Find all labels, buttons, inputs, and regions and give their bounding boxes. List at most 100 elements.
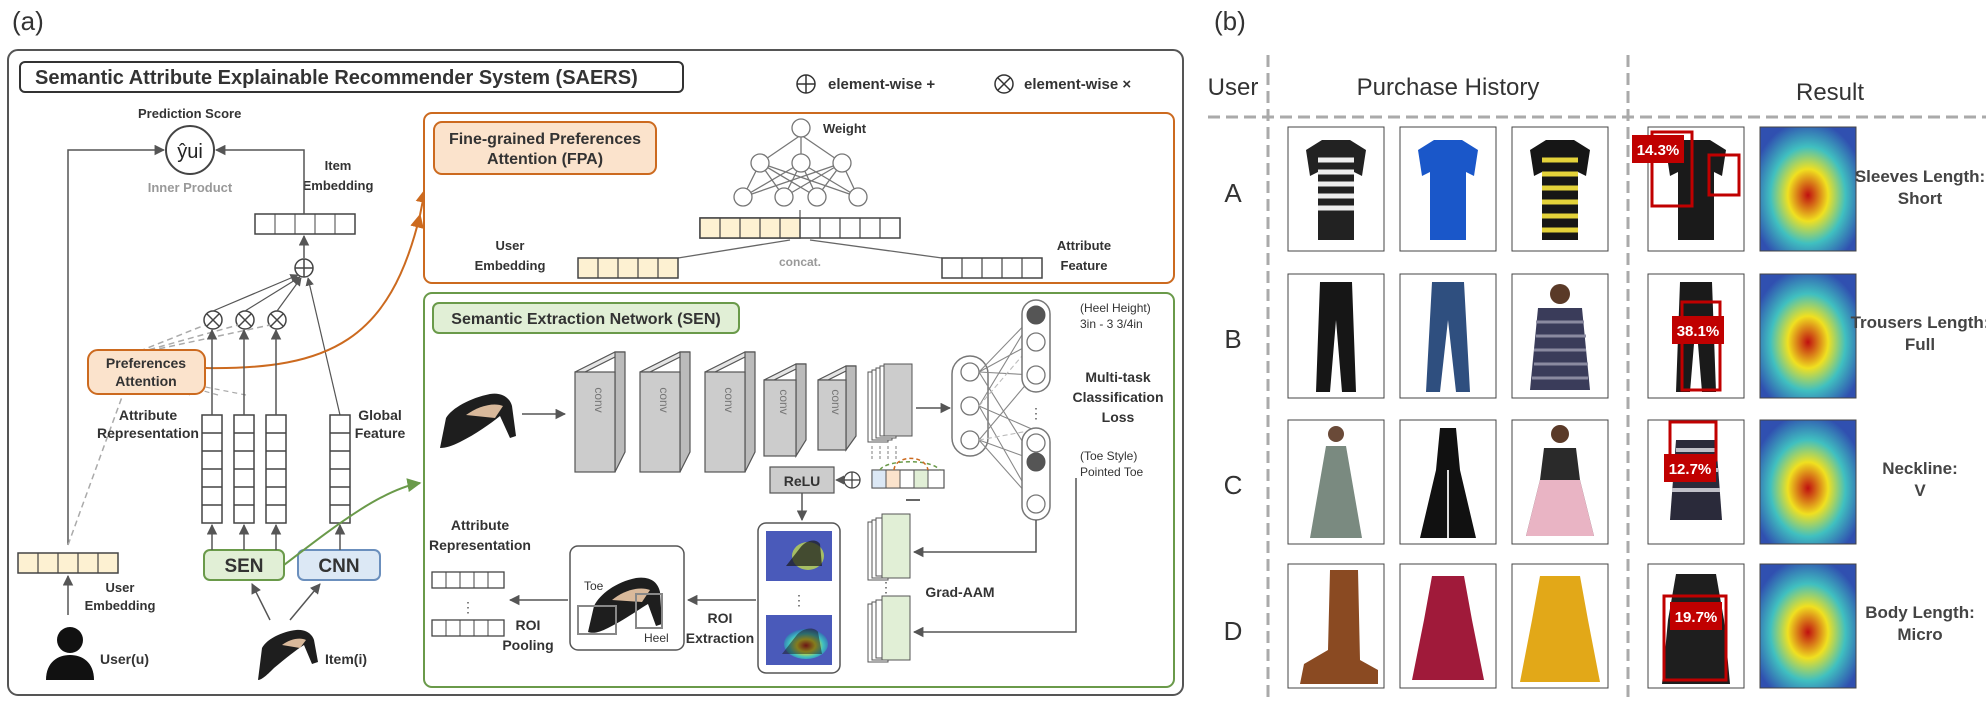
global-feature-label: Global [358, 407, 402, 423]
percent-badge [1672, 316, 1724, 344]
roi-pooling-label: ROI [516, 617, 541, 633]
prediction-node [165, 125, 215, 175]
sen-attribute-rep-label: Attribute [451, 517, 510, 533]
attribute-value: Short [1898, 189, 1943, 208]
heatmap [1759, 563, 1857, 689]
percent-text: 12.7% [1669, 461, 1712, 478]
svg-text:⋮: ⋮ [461, 599, 475, 615]
grad-aam-maps [867, 513, 911, 663]
product-dress-black [1420, 428, 1476, 538]
sen-title: Semantic Extraction Network (SEN) [451, 311, 720, 328]
attribute-name: Sleeves Length: [1855, 167, 1985, 186]
preferences-attention-box [87, 349, 206, 395]
row-d: D 19.7% Body Length: Micro [1224, 563, 1975, 689]
svg-text:Pooling: Pooling [502, 637, 553, 653]
conv-layers [574, 351, 857, 473]
header-history: Purchase History [1357, 74, 1540, 101]
gradient-vector [871, 469, 945, 489]
svg-text:conv: conv [777, 389, 791, 414]
row-b: B 38.1% Trousers Length: Full [1224, 273, 1986, 399]
toe-label: Toe [584, 579, 604, 593]
user-label: User(u) [100, 651, 149, 667]
product-coat-yellow [1520, 576, 1600, 682]
preferences-attention-label: Preferences [106, 355, 186, 371]
feature-maps [867, 363, 913, 443]
fpa-attribute-feature-vector [941, 257, 1043, 279]
multitask-loss-label: Multi-task [1085, 369, 1151, 385]
product-trousers-black [1316, 282, 1356, 392]
svg-text:conv: conv [657, 387, 671, 412]
percent-text: 38.1% [1677, 323, 1720, 340]
svg-text:⋮: ⋮ [1029, 405, 1043, 421]
item-label: Item(i) [325, 651, 367, 667]
relu-label: ReLU [784, 473, 821, 489]
heatmap [1759, 273, 1857, 399]
product-coat-red [1412, 576, 1484, 680]
global-feature-vector [329, 414, 351, 524]
svg-text:Pointed Toe: Pointed Toe [1080, 465, 1143, 479]
fpa-title-box [433, 121, 657, 175]
svg-text:3in - 3 3/4in: 3in - 3 3/4in [1080, 317, 1143, 331]
svg-text:Embedding: Embedding [303, 178, 374, 193]
legend: element-wise + element-wise × [796, 74, 1131, 94]
svg-text:⋮: ⋮ [792, 592, 806, 608]
cnn-box [297, 549, 381, 581]
svg-text:Loss: Loss [1102, 409, 1135, 425]
concat-vector [699, 217, 901, 239]
saers-title: Semantic Attribute Explainable Recommend… [35, 67, 638, 89]
heel-label: Heel [644, 631, 669, 645]
item-embedding-vector [254, 213, 356, 235]
row-a: A 14.3% Sleeves Length: Short [1224, 126, 1985, 252]
header-result: Result [1796, 79, 1864, 106]
user-embedding-vector [17, 552, 119, 574]
svg-text:Feature: Feature [1061, 258, 1108, 273]
weight-network [733, 118, 868, 207]
sen-mini-label: SEN [224, 556, 263, 577]
product-boot-brown [1300, 570, 1378, 684]
conv-labels: conv conv conv conv conv [592, 387, 843, 414]
multiply-nodes [203, 310, 287, 330]
saers-title-box [19, 61, 684, 93]
svg-text:Embedding: Embedding [85, 598, 156, 613]
concat-label: concat. [779, 255, 821, 269]
cnn-label: CNN [318, 556, 359, 577]
fpa-user-embedding-vector [577, 257, 679, 279]
panel-b-grid [1208, 55, 1986, 700]
percent-badge [1670, 602, 1722, 630]
attribute-value: Full [1905, 335, 1935, 354]
percent-text: 19.7% [1675, 609, 1718, 626]
svg-text:Attention (FPA): Attention (FPA) [487, 151, 603, 168]
attribute-vectors [201, 414, 287, 524]
fpa-user-label: User [496, 238, 525, 253]
heatmap [1759, 419, 1857, 545]
heel-height-label: (Heel Height) [1080, 301, 1151, 315]
attribute-name: Body Length: [1865, 603, 1975, 622]
svg-text:conv: conv [829, 389, 843, 414]
attribute-name: Trousers Length: [1851, 313, 1986, 332]
grad-aam-label: Grad-AAM [925, 584, 994, 600]
svg-text:Representation: Representation [429, 537, 531, 553]
header-user: User [1208, 74, 1259, 101]
svg-text:Embedding: Embedding [475, 258, 546, 273]
svg-text:Representation: Representation [97, 425, 199, 441]
weight-label: Weight [823, 121, 867, 136]
panel-a-tag: (a) [12, 6, 44, 36]
attribute-representation-label: Attribute [119, 407, 178, 423]
percent-badge [1632, 135, 1684, 163]
times-icon [994, 74, 1014, 94]
svg-text:Feature: Feature [355, 425, 406, 441]
inner-product-label: Inner Product [148, 180, 233, 195]
svg-text:element-wise ×: element-wise × [1024, 76, 1131, 93]
heatmap [1759, 126, 1857, 252]
percent-badge [1664, 454, 1716, 482]
svg-text:element-wise +: element-wise + [828, 76, 935, 93]
user-id: A [1224, 178, 1242, 208]
item-embedding-label: Item [325, 158, 352, 173]
user-icon [46, 627, 94, 680]
attribute-value: V [1914, 481, 1926, 500]
user-id: C [1224, 470, 1243, 500]
user-id: D [1224, 616, 1243, 646]
svg-text:Extraction: Extraction [686, 630, 754, 646]
svg-text:⋮: ⋮ [879, 579, 893, 595]
user-embedding-label: User [106, 580, 135, 595]
